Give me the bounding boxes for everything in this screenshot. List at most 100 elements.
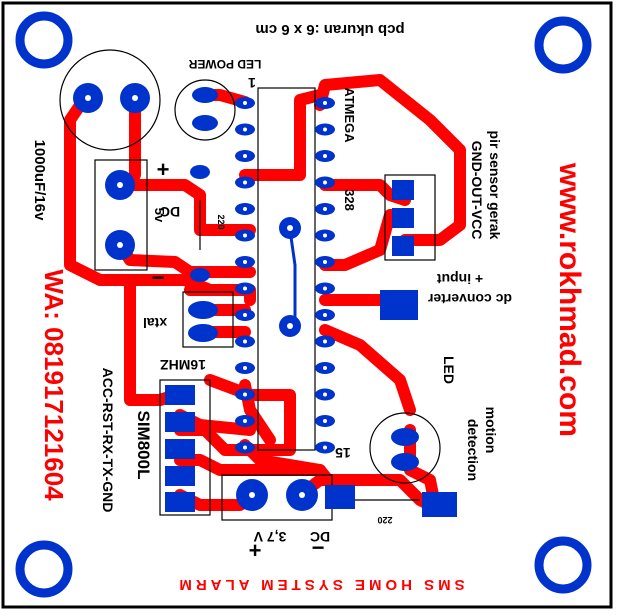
blue-jumper — [288, 229, 297, 320]
trace-gnd-left — [64, 92, 216, 296]
header-label: pcb ukuran :6 x 6 cm — [255, 21, 404, 38]
led-motion-2: motion — [483, 407, 499, 454]
mcu-pin-hole — [323, 339, 327, 344]
led-motion-1: LED — [441, 356, 457, 384]
dc5v-minus: − — [152, 265, 165, 290]
mcu-pin-hole — [323, 392, 327, 397]
input-plus-label: + input — [437, 271, 484, 287]
ledmotion-outline — [369, 412, 441, 484]
mcu-pin-hole — [323, 233, 327, 238]
website-label: www.rokhmad.com — [553, 162, 586, 437]
dc5v-outline — [94, 159, 148, 271]
silkscreen — [59, 49, 441, 521]
pir-label-1: pir sensor gerak — [487, 131, 503, 240]
pir-pad-3 — [392, 236, 414, 256]
mcu-name-label: ATMEGA — [342, 87, 357, 143]
pir-pad-2 — [392, 208, 414, 228]
footer-label: SMS HOME SYSTEM ALARM — [175, 576, 464, 593]
res-top-label: 220 — [216, 214, 226, 229]
mcu-pin-hole — [243, 286, 247, 291]
mcu-pin-hole — [243, 127, 247, 132]
mcu-pin-hole — [323, 419, 327, 423]
res-bottom-label: 220 — [377, 515, 392, 525]
silk-text: pcb ukuran :6 x 6 cm LED POWER ATMEGA 32… — [31, 21, 512, 563]
xtal-pad-1 — [188, 301, 218, 319]
sim-pad-3 — [165, 439, 195, 459]
input-dc-label: dc converter — [427, 291, 512, 307]
mcu-pin-hole — [243, 392, 247, 397]
sim-pad-5 — [165, 492, 195, 512]
dc37-value: 3,7 V — [253, 529, 286, 545]
sim-pins-label: ACC-RST-RX-TX-GND — [100, 368, 116, 513]
sim-pad-1 — [165, 385, 195, 405]
mcu-pin-hole — [323, 154, 327, 158]
input-pad — [380, 290, 418, 320]
mcu-model-label: 328 — [342, 189, 357, 211]
trace-vcc-dc — [114, 179, 256, 236]
xtal-outline — [182, 291, 234, 348]
sim-module-label: SIM800L — [134, 411, 153, 480]
ledpower-label: LED POWER — [188, 57, 261, 71]
mcu-pin-hole — [243, 313, 247, 317]
xtal-label: xtal — [143, 315, 167, 331]
trace-led-motion — [319, 324, 416, 416]
mcu-pin-hole — [323, 127, 327, 132]
freq-label: 16MHZ — [160, 357, 206, 373]
mcu-pin-hole — [323, 101, 327, 105]
res-top-pad-2 — [190, 268, 210, 282]
mcu-pin-hole — [323, 313, 327, 317]
trace-top-right — [314, 74, 466, 246]
contact-label: WA: 081917121604 — [39, 269, 69, 501]
pin15-label: 15 — [335, 445, 351, 461]
dc5v-label: DC — [160, 204, 180, 220]
trace-dc37 — [239, 439, 346, 501]
cap-label: 1000uF/16v — [31, 140, 48, 222]
res-bottom-pad — [422, 492, 457, 517]
trace-top-mid — [239, 89, 326, 181]
dc37-label: DC — [310, 529, 330, 545]
mcu-pin-hole — [243, 180, 247, 185]
mounting-hole-br — [534, 536, 592, 594]
mcu-pin-hole — [243, 233, 247, 238]
mcu-pin-hole — [243, 366, 247, 370]
mcu-pins — [235, 97, 335, 454]
pir-header-outline — [384, 174, 436, 261]
mcu-outline — [257, 87, 316, 451]
mcu-pin-hole — [243, 154, 247, 158]
mounting-hole-tr — [534, 16, 592, 74]
mcu-pin-hole — [243, 207, 247, 211]
red-text: www.rokhmad.com WA: 081917121604 SMS HOM… — [39, 162, 586, 593]
dc37-minus: − — [312, 535, 325, 560]
pin1-label: 1 — [248, 75, 256, 91]
ledpower-outline — [174, 79, 236, 141]
mcu-pin-hole — [243, 445, 247, 450]
mcu-pin-hole — [323, 180, 327, 185]
ledmotion-pad-1 — [391, 428, 419, 446]
led-motion-3: detection — [465, 419, 481, 481]
mcu-pin-hole — [323, 445, 327, 450]
dc5v-value: 5v — [152, 208, 167, 223]
sim-pad-2 — [165, 412, 195, 432]
sim-outline — [159, 379, 211, 516]
mcu-pin-hole — [243, 260, 247, 264]
sim-pad-4 — [165, 466, 195, 486]
mcu-pin-hole — [323, 366, 327, 370]
mcu-pin-hole — [243, 419, 247, 423]
res-top-pad-1 — [190, 165, 210, 179]
xtal-pad-2 — [188, 324, 218, 342]
ledmotion-pad-2 — [391, 453, 419, 471]
dc37-plus: + — [249, 538, 262, 563]
mcu-pin-hole — [323, 207, 327, 211]
mounting-hole-tl — [15, 11, 73, 69]
mounting-holes — [15, 11, 592, 598]
mcu-pin-hole — [243, 339, 247, 344]
mcu-pin-hole — [323, 286, 327, 291]
pads — [73, 83, 457, 517]
mcu-pin-hole — [323, 260, 327, 264]
dc5v-plus: + — [157, 157, 170, 182]
ledpower-pad-2 — [192, 115, 218, 131]
mcu-pin-hole — [243, 101, 247, 105]
pir-label-2: GND-OUT-VCC — [469, 141, 485, 240]
